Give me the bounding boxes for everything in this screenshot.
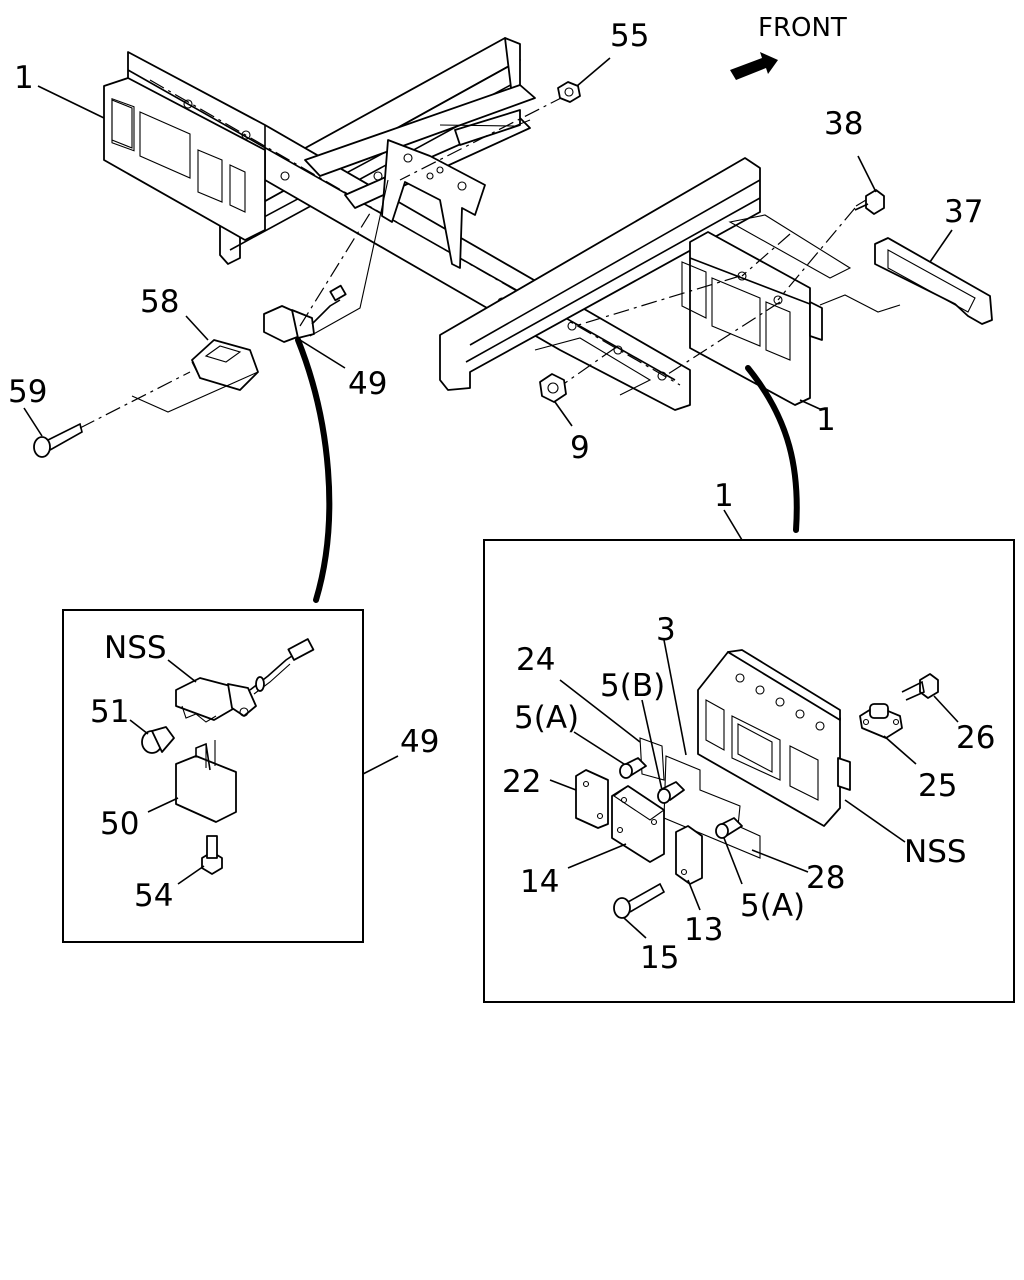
callout-51: 51 xyxy=(90,694,129,730)
callout-nss-left: NSS xyxy=(104,630,167,666)
callout-14: 14 xyxy=(520,864,559,900)
sensor-49: 49 xyxy=(263,179,389,402)
callout-1-detail: 1 xyxy=(714,478,734,514)
callout-49: 49 xyxy=(348,366,387,402)
callout-59: 59 xyxy=(8,374,47,410)
callout-24: 24 xyxy=(516,642,555,678)
bolt-38: 38 xyxy=(824,106,885,215)
callout-1-bracket-right: 1 xyxy=(816,402,836,438)
screw-59: 59 xyxy=(8,371,259,458)
part-22 xyxy=(575,769,609,829)
callout-15: 15 xyxy=(640,940,679,976)
cover-37: 37 xyxy=(819,194,993,325)
holder-58: 58 xyxy=(140,284,259,391)
callout-49-detail: 49 xyxy=(400,724,439,760)
callout-50: 50 xyxy=(100,806,139,842)
detail-arc-left xyxy=(295,337,333,603)
detail-box-sensor: 49 NSS 51 50 54 xyxy=(62,609,439,943)
detail-box-bracket: 1 NSS 3 28 24 5(B) 5(A) xyxy=(483,478,1015,1003)
bracket-right xyxy=(689,231,811,406)
callout-54: 54 xyxy=(134,878,173,914)
callout-3: 3 xyxy=(656,612,676,648)
detail-bracket-body xyxy=(697,651,841,827)
front-direction-indicator: FRONT xyxy=(730,13,847,80)
screw-15 xyxy=(613,897,631,919)
front-label: FRONT xyxy=(758,13,847,43)
nut-55: 55 xyxy=(557,18,649,103)
callout-5a-upper: 5(A) xyxy=(514,700,579,736)
callout-9: 9 xyxy=(570,430,590,466)
bracket-left xyxy=(103,77,266,241)
callout-38: 38 xyxy=(824,106,863,142)
center-bracket xyxy=(381,139,486,269)
part-13 xyxy=(675,825,703,885)
callout-22: 22 xyxy=(502,764,541,800)
nut-9: 9 xyxy=(539,373,590,466)
front-arrow-icon xyxy=(730,52,778,80)
detail-arc-right xyxy=(745,365,800,533)
callout-13: 13 xyxy=(684,912,723,948)
callout-26: 26 xyxy=(956,720,995,756)
callout-55: 55 xyxy=(610,18,649,54)
callout-5a-lower: 5(A) xyxy=(740,888,805,924)
callout-37: 37 xyxy=(944,194,983,230)
callout-1-frame: 1 xyxy=(14,60,34,96)
callout-25: 25 xyxy=(918,768,957,804)
callout-28: 28 xyxy=(806,860,845,896)
callout-nss-right: NSS xyxy=(904,834,967,870)
frame-assembly xyxy=(103,37,856,411)
callout-58: 58 xyxy=(140,284,179,320)
callout-5b: 5(B) xyxy=(600,668,665,704)
